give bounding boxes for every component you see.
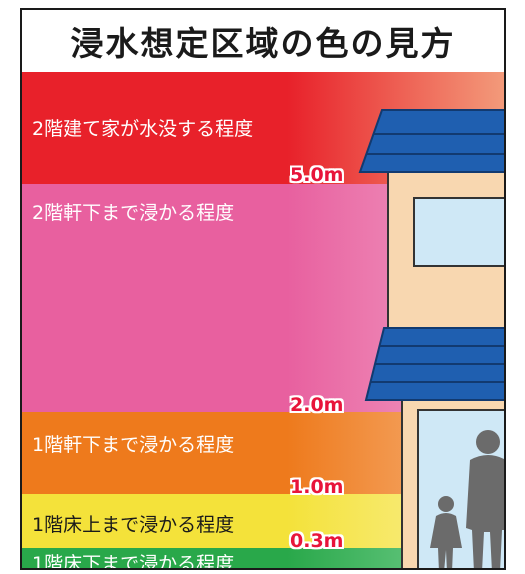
band-label: 1階軒下まで浸かる程度 (32, 434, 235, 456)
depth-label-5m: 5.0m (290, 164, 344, 186)
child-silhouette (430, 496, 462, 568)
page-title: 浸水想定区域の色の見方 (70, 24, 456, 63)
depth-label-0-3m: 0.3m (290, 530, 344, 552)
depth-label-2m: 2.0m (290, 394, 344, 416)
band-label: 2階軒下まで浸かる程度 (32, 202, 235, 224)
house-illustration (358, 109, 504, 568)
depth-label-1m: 1.0m (290, 476, 344, 498)
band-label: 2階建て家が水没する程度 (32, 118, 254, 140)
adult-silhouette (466, 430, 504, 568)
diagram-frame: 浸水想定区域の色の見方 2階建て家が水没する程度 2階軒下まで浸かる程度 1階軒… (20, 8, 506, 570)
upper-window (413, 197, 504, 267)
band-label: 1階床上まで浸かる程度 (32, 514, 235, 536)
diagram-header: 浸水想定区域の色の見方 (22, 10, 504, 74)
upper-roof (358, 109, 504, 173)
band-1f-below-floor: 1階床下まで浸かる程度 (22, 548, 504, 570)
band-label: 1階床下まで浸かる程度 (32, 553, 235, 570)
